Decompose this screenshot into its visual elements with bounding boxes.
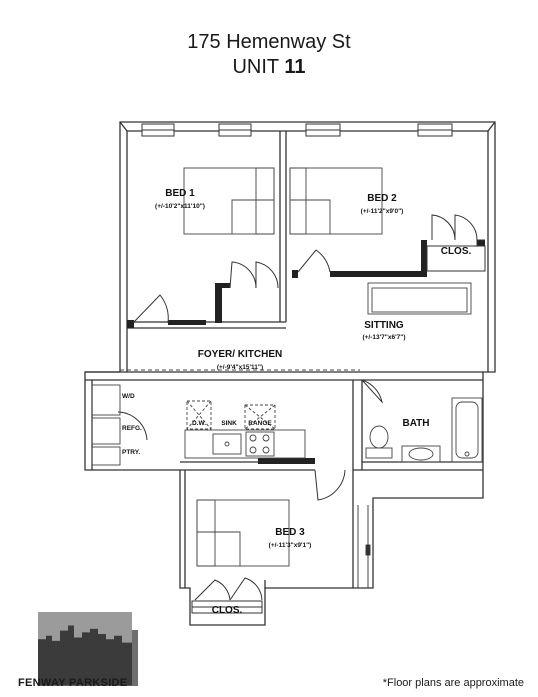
bed2-label: BED 2 — [367, 193, 397, 204]
bath-label: BATH — [402, 418, 429, 429]
windows — [141, 123, 453, 614]
unit-title: UNIT 11 — [0, 55, 538, 79]
range-label: RANGE — [248, 420, 272, 427]
sitting-dims: (+/-13'7"x6'7") — [362, 334, 405, 341]
bath-fixtures — [365, 397, 483, 463]
counter — [184, 429, 306, 459]
bed1-label: BED 1 — [165, 188, 195, 199]
kitchen — [91, 384, 306, 466]
pantry-box — [91, 446, 121, 466]
refrigerator-label: REFG. — [122, 425, 142, 432]
sink-basin — [212, 433, 242, 455]
foyer-kitchen-label: FOYER/ KITCHEN — [198, 349, 282, 360]
property-address: 175 Hemenway St — [187, 31, 351, 53]
toilet-bowl — [369, 425, 389, 449]
sofa — [367, 282, 472, 315]
interior-walls — [85, 131, 483, 588]
bed3-dims: (+/-11'3"x9'1") — [269, 542, 312, 549]
refrigerator-box — [91, 417, 121, 445]
thick-walls — [127, 240, 485, 464]
sink-label: SINK — [221, 420, 237, 427]
bed2-dims: (+/-11'2"x9'0") — [361, 208, 404, 215]
furniture — [183, 167, 472, 567]
sitting-label: SITTING — [364, 320, 404, 331]
bath-sink — [401, 445, 441, 463]
disclaimer-note: *Floor plans are approximate — [382, 677, 524, 689]
foyer-kitchen-dims: (+/-9'4"x15'11") — [217, 364, 263, 371]
closet-bottom-label: CLOS. — [212, 605, 243, 616]
doors — [117, 214, 478, 601]
dishwasher-box — [186, 400, 212, 430]
brand-name: FENWAY PARKSIDE — [18, 677, 128, 689]
bathtub — [451, 397, 483, 463]
washer-dryer-box — [91, 384, 121, 416]
range-box — [244, 404, 276, 430]
toilet-tank — [365, 447, 393, 459]
bed3-label: BED 3 — [275, 527, 305, 538]
bed1-bed — [183, 167, 275, 235]
washer-dryer-label: W/D — [122, 393, 135, 400]
bed3-wall-detail — [357, 505, 371, 588]
unit-prefix: UNIT — [232, 56, 279, 78]
closet-top-label: CLOS. — [441, 246, 472, 257]
fenway-parkside-logo — [38, 612, 138, 686]
dishwasher-label: D.W. — [192, 420, 206, 427]
unit-number: 11 — [284, 56, 306, 78]
bed1-dims: (+/-10'2"x11'10") — [155, 203, 205, 210]
pantry-label: PTRY. — [122, 449, 140, 456]
